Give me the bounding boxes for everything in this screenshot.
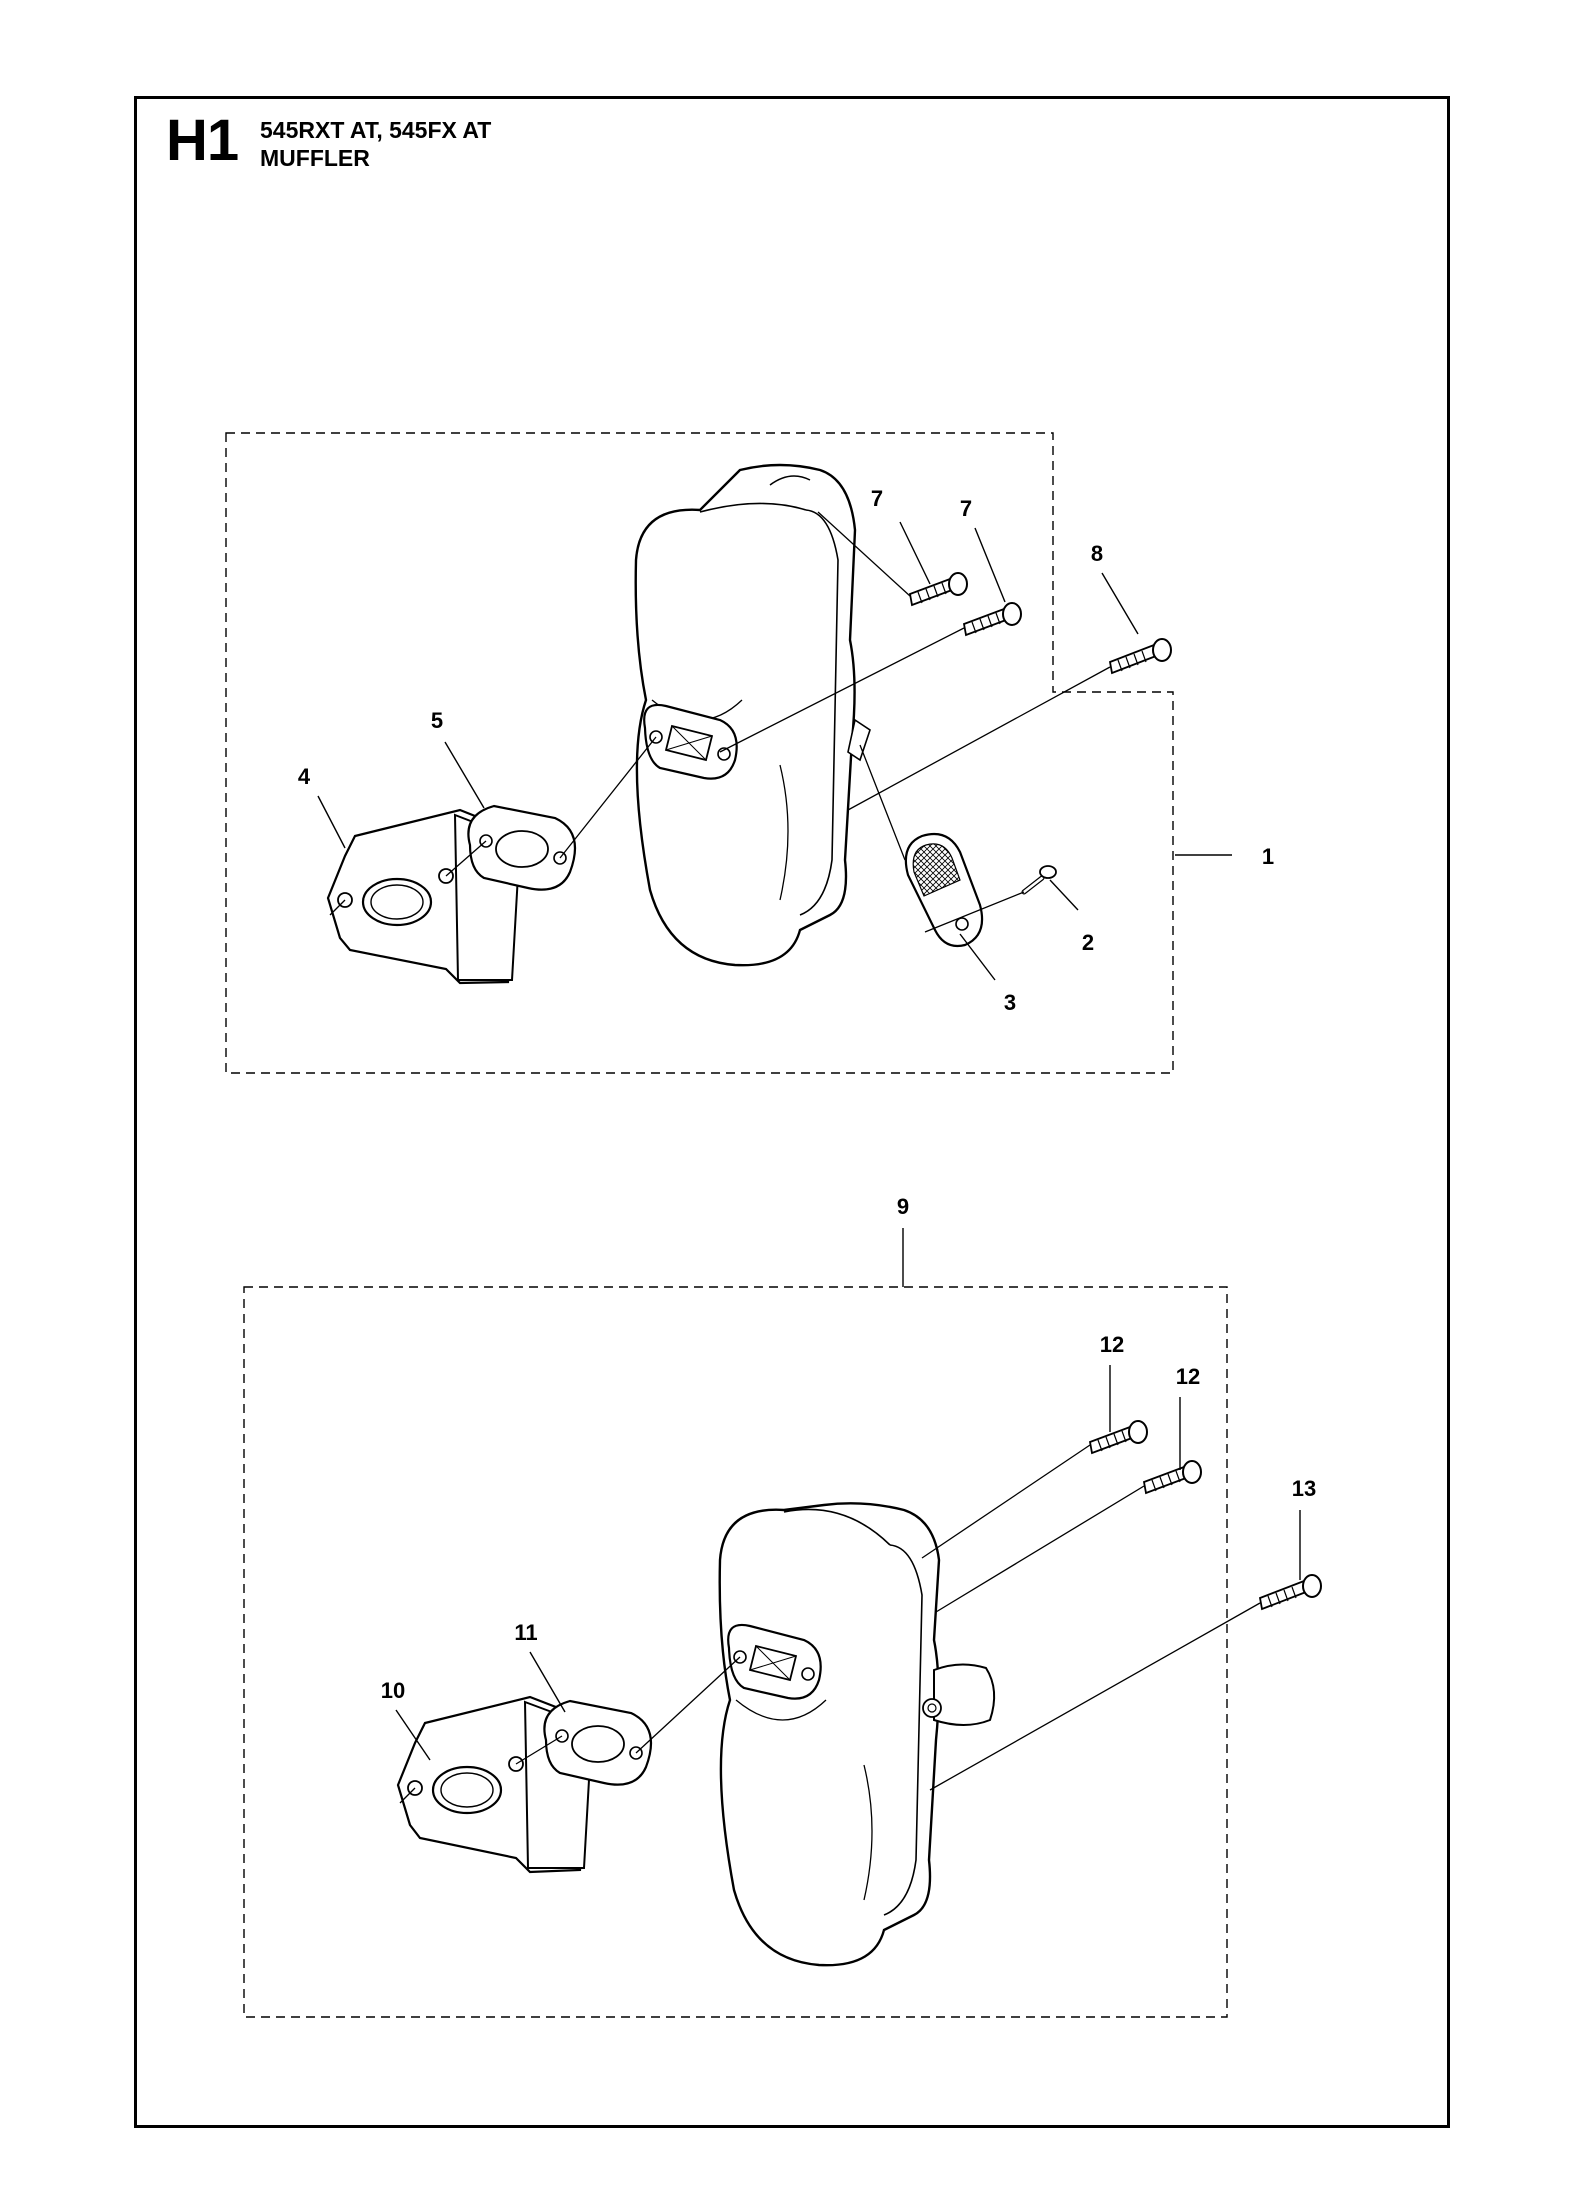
callout-7b: 7	[960, 496, 972, 521]
alignment-lines-9	[399, 1444, 1261, 1804]
muffler-body-alt	[718, 1502, 996, 1967]
alignment-lines-1	[329, 511, 1111, 933]
callout-12b: 12	[1176, 1364, 1200, 1389]
assembly-group-1	[225, 432, 1232, 1074]
callout-3: 3	[1004, 990, 1016, 1015]
muffler-bolt-alt-upper	[1088, 1420, 1148, 1455]
callout-labels: 1 2 3 4 5 7 7 8 9 10 11 12 12 13	[298, 486, 1316, 1703]
callout-11: 11	[514, 1620, 537, 1645]
section-code: H1	[166, 108, 239, 173]
muffler-body	[634, 463, 871, 967]
callout-leaders-1	[317, 521, 1139, 981]
muffler-bolt-alt-middle	[1142, 1460, 1202, 1495]
callout-7a: 7	[871, 486, 883, 511]
callout-12a: 12	[1100, 1332, 1124, 1357]
assembly-group-9	[243, 1228, 1322, 2018]
diagram-title: MUFFLER	[260, 145, 370, 171]
muffler-bolt-long	[1108, 638, 1172, 675]
muffler-bolt-middle	[962, 602, 1022, 637]
muffler-heat-shield-alt	[396, 1695, 594, 1874]
muffler-gasket-alt	[543, 1699, 653, 1786]
callout-13: 13	[1292, 1476, 1316, 1501]
page-frame	[134, 96, 1450, 2128]
callout-5: 5	[431, 708, 443, 733]
muffler-bolt-upper	[908, 572, 968, 607]
model-list: 545RXT AT, 545FX AT	[260, 117, 492, 143]
assembly-boundary-1	[225, 432, 1174, 1074]
muffler-bolt-alt-long	[1258, 1574, 1322, 1611]
callout-9: 9	[897, 1194, 909, 1219]
callout-leaders-9	[395, 1365, 1301, 1761]
callout-8: 8	[1091, 541, 1103, 566]
callout-2: 2	[1082, 930, 1094, 955]
callout-1: 1	[1262, 844, 1274, 869]
spark-arrestor-screen	[904, 832, 984, 948]
muffler-gasket	[467, 804, 577, 891]
callout-10: 10	[381, 1678, 405, 1703]
assembly-boundary-9	[243, 1286, 1228, 2018]
screen-screw	[1021, 865, 1057, 895]
callout-4: 4	[298, 764, 311, 789]
